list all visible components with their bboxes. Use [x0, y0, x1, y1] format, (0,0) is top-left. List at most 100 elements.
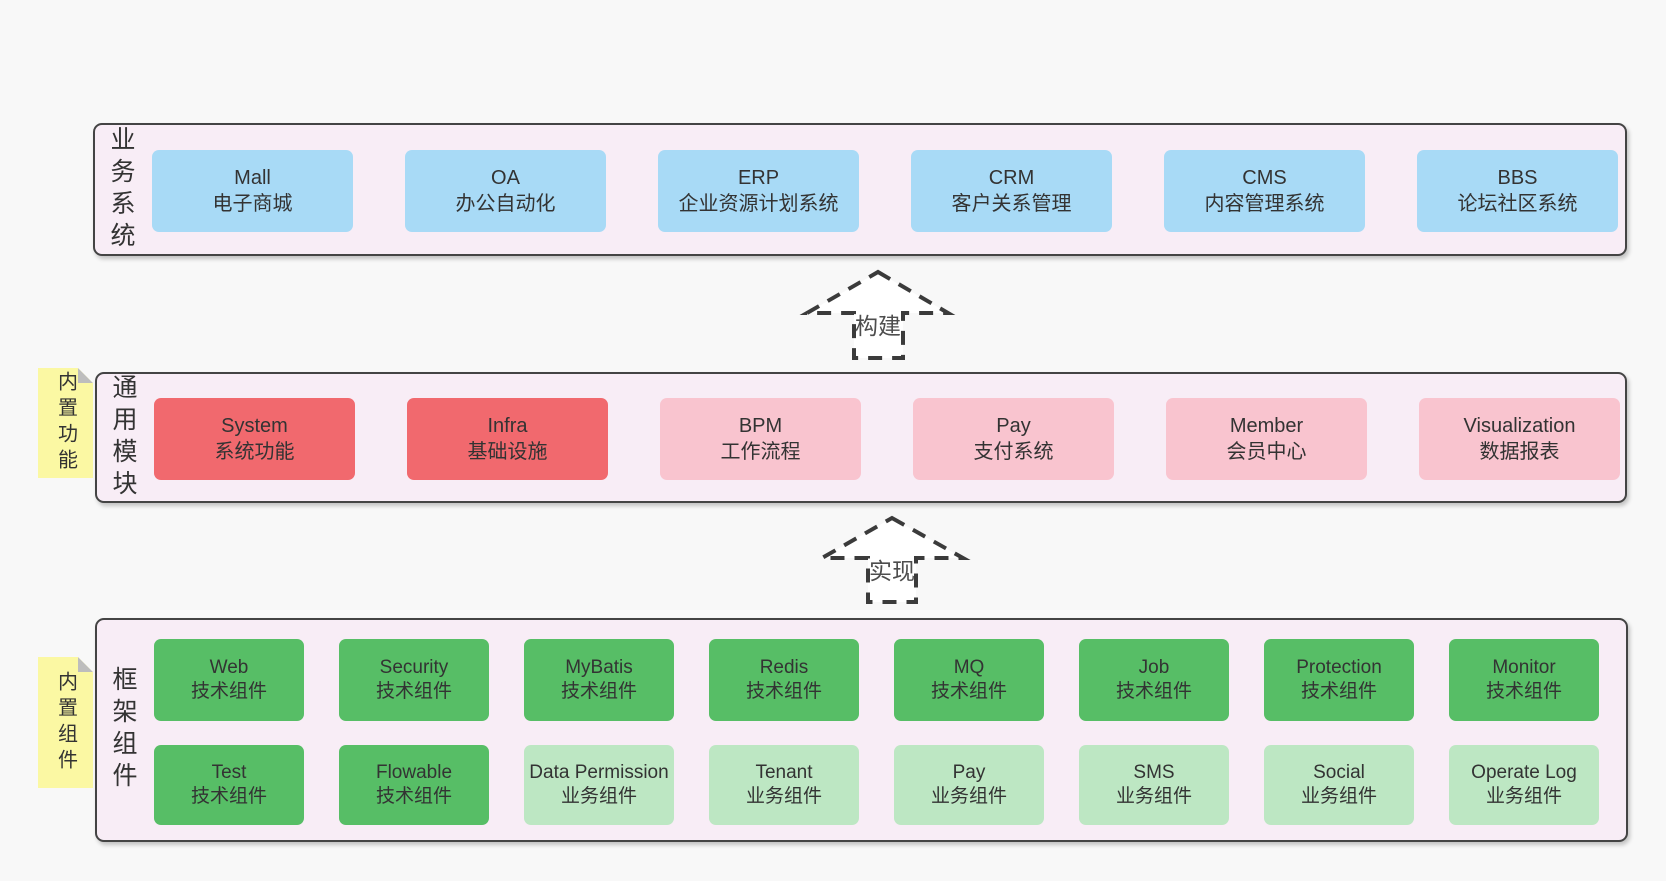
- box-desc: 工作流程: [720, 441, 801, 463]
- box-desc: 技术组件: [930, 681, 1007, 702]
- box-name: Operate Log: [1471, 761, 1577, 783]
- box-desc: 技术组件: [1115, 681, 1192, 702]
- box-name: Redis: [759, 656, 809, 678]
- box-name: Infra: [487, 414, 528, 437]
- web-box: Web 技术组件: [154, 639, 304, 721]
- box-name: MQ: [953, 656, 985, 678]
- box-name: OA: [491, 166, 520, 189]
- box-name: Social: [1313, 761, 1365, 783]
- panel-common-modules: 通用模块 System 系统功能 Infra 基础设施 BPM 工作流程 Pay 支付系统 Me…: [95, 372, 1627, 503]
- panel-label-modules: 通用模块: [109, 373, 137, 502]
- mall-box: Mall 电子商城: [152, 150, 353, 232]
- implement-arrow: 实现: [814, 515, 971, 604]
- box-name: Pay: [996, 414, 1031, 437]
- box-desc: 企业资源计划系统: [678, 193, 839, 215]
- mq-box: MQ 技术组件: [894, 639, 1044, 721]
- box-desc: 业务组件: [745, 786, 822, 807]
- box-desc: 会员中心: [1226, 441, 1307, 463]
- system-box: System 系统功能: [154, 398, 355, 480]
- tenant-box: Tenant 业务组件: [709, 745, 859, 825]
- box-desc: 基础设施: [467, 441, 548, 463]
- sms-box: SMS 业务组件: [1079, 745, 1229, 825]
- build-arrow: 构建: [799, 269, 956, 360]
- data-permission-box: Data Permission 业务组件: [524, 745, 674, 825]
- box-desc: 支付系统: [973, 441, 1054, 463]
- visualization-box: Visualization 数据报表: [1419, 398, 1620, 480]
- pay-box: Pay 支付系统: [913, 398, 1114, 480]
- implement-arrow-label: 实现: [869, 558, 915, 584]
- member-box: Member 会员中心: [1166, 398, 1367, 480]
- box-desc: 论坛社区系统: [1457, 193, 1578, 215]
- job-box: Job 技术组件: [1079, 639, 1229, 721]
- box-name: BBS: [1497, 166, 1538, 189]
- box-name: Member: [1229, 414, 1304, 437]
- box-name: SMS: [1133, 761, 1175, 783]
- box-desc: 业务组件: [1300, 786, 1377, 807]
- box-desc: 业务组件: [560, 786, 637, 807]
- bbs-box: BBS 论坛社区系统: [1417, 150, 1618, 232]
- crm-box: CRM 客户关系管理: [911, 150, 1112, 232]
- box-name: Mall: [234, 166, 271, 189]
- box-name: Flowable: [375, 761, 453, 783]
- protection-box: Protection 技术组件: [1264, 639, 1414, 721]
- box-name: MyBatis: [565, 656, 633, 678]
- box-name: Data Permission: [529, 761, 669, 783]
- flowable-box: Flowable 技术组件: [339, 745, 489, 825]
- box-desc: 业务组件: [1115, 786, 1192, 807]
- box-desc: 技术组件: [190, 681, 267, 702]
- box-desc: 技术组件: [375, 681, 452, 702]
- box-name: CRM: [988, 166, 1035, 189]
- operate-log-box: Operate Log 业务组件: [1449, 745, 1599, 825]
- box-desc: 数据报表: [1479, 441, 1560, 463]
- box-desc: 系统功能: [214, 441, 295, 463]
- box-name: CMS: [1242, 166, 1287, 189]
- up-arrow-implement-icon: [814, 515, 971, 604]
- box-desc: 技术组件: [190, 786, 267, 807]
- box-name: Job: [1138, 656, 1170, 678]
- box-name: Monitor: [1492, 656, 1556, 678]
- social-box: Social 业务组件: [1264, 745, 1414, 825]
- box-name: Pay: [952, 761, 986, 783]
- box-name: Visualization: [1463, 414, 1576, 437]
- up-arrow-build-icon: [799, 269, 956, 360]
- box-desc: 业务组件: [1485, 786, 1562, 807]
- security-box: Security 技术组件: [339, 639, 489, 721]
- box-name: System: [221, 414, 288, 437]
- panel-label-business: 业务系统: [107, 125, 135, 254]
- mybatis-box: MyBatis 技术组件: [524, 639, 674, 721]
- box-desc: 技术组件: [1300, 681, 1377, 702]
- bpm-box: BPM 工作流程: [660, 398, 861, 480]
- box-desc: 客户关系管理: [951, 193, 1072, 215]
- oa-box: OA 办公自动化: [405, 150, 606, 232]
- box-name: Protection: [1296, 656, 1382, 678]
- modules-boxes-row: System 系统功能 Infra 基础设施 BPM 工作流程 Pay 支付系统 Member 会…: [154, 398, 1620, 480]
- box-name: Web: [209, 656, 249, 678]
- sticky-note-builtin-features: 内置功能: [38, 368, 93, 478]
- pay-box: Pay 业务组件: [894, 745, 1044, 825]
- sticky-builtin-features-label: 内置功能: [54, 371, 77, 475]
- box-desc: 技术组件: [375, 786, 452, 807]
- sticky-note-builtin-components: 内置组件: [38, 657, 93, 788]
- box-desc: 技术组件: [745, 681, 822, 702]
- panel-label-components: 框架组件: [109, 666, 137, 794]
- sticky-builtin-components-label: 内置组件: [54, 670, 77, 775]
- box-name: Security: [379, 656, 449, 678]
- box-desc: 内容管理系统: [1204, 193, 1325, 215]
- box-desc: 办公自动化: [455, 193, 556, 215]
- infra-box: Infra 基础设施: [407, 398, 608, 480]
- redis-box: Redis 技术组件: [709, 639, 859, 721]
- box-desc: 技术组件: [560, 681, 637, 702]
- build-arrow-label: 构建: [855, 313, 901, 339]
- box-name: BPM: [738, 414, 783, 437]
- box-desc: 业务组件: [930, 786, 1007, 807]
- box-desc: 电子商城: [212, 193, 293, 215]
- box-name: Tenant: [755, 761, 813, 783]
